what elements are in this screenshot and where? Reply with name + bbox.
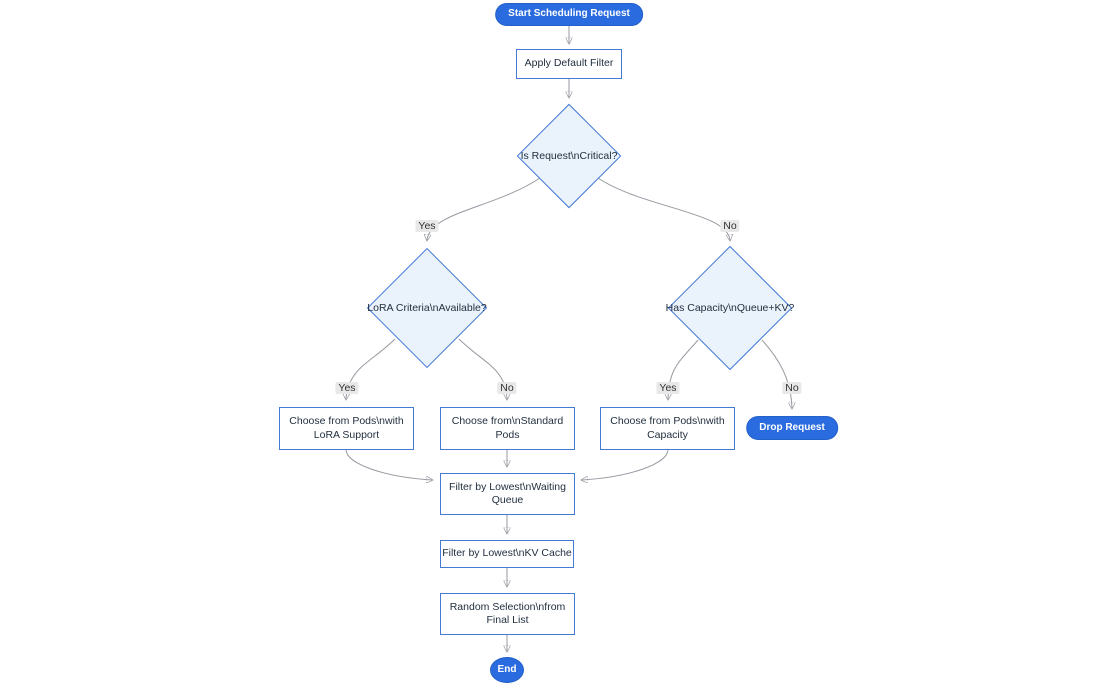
decision-label: Has Capacity\nQueue+KV?: [665, 302, 795, 314]
node-choose-standard-pods: Choose from\nStandard Pods: [440, 407, 575, 450]
node-text-line: Pods: [495, 428, 520, 441]
node-random-selection-final-list: Random Selection\nfrom Final List: [440, 593, 575, 635]
decision-label: LoRA Criteria\nAvailable?: [367, 302, 487, 314]
node-filter-lowest-kv-cache: Filter by Lowest\nKV Cache: [440, 540, 574, 568]
edge-choosecapacity-to-filter: [582, 449, 669, 480]
node-text-line: Filter by Lowest\nWaiting: [449, 480, 566, 493]
node-choose-pods-capacity: Choose from Pods\nwith Capacity: [600, 407, 735, 450]
edge-label-critical-no: No: [720, 220, 740, 232]
node-text-line: Random Selection\nfrom: [449, 600, 566, 613]
decision-label: Is Request\nCritical?: [520, 150, 618, 162]
node-text-line: Final List: [486, 614, 529, 626]
node-text-line: Choose from\nStandard: [451, 415, 564, 428]
node-start: Start Scheduling Request: [495, 3, 643, 26]
edge-label-critical-yes: Yes: [415, 220, 439, 232]
node-text-line: Queue: [491, 494, 524, 506]
edge-label-capacity-no: No: [782, 382, 802, 394]
node-drop-request: Drop Request: [746, 416, 838, 440]
edge-label-capacity-yes: Yes: [656, 382, 680, 394]
node-text-line: Capacity: [647, 428, 688, 441]
node-lora-criteria-available: LoRA Criteria\nAvailable?: [366, 247, 488, 369]
node-has-capacity-queue-kv: Has Capacity\nQueue+KV?: [665, 245, 795, 371]
edge-label-lora-yes: Yes: [335, 382, 359, 394]
node-text-line: Choose from Pods\nwith: [610, 415, 725, 428]
node-filter-lowest-waiting-queue: Filter by Lowest\nWaiting Queue: [440, 473, 575, 515]
node-text-line: Choose from Pods\nwith: [289, 415, 404, 428]
node-is-request-critical: Is Request\nCritical?: [516, 103, 622, 209]
edge-capacity-no: [761, 339, 792, 408]
node-choose-pods-lora-support: Choose from Pods\nwith LoRA Support: [279, 407, 414, 450]
edge-chooselora-to-filter: [345, 449, 432, 480]
node-apply-default-filter: Apply Default Filter: [516, 49, 622, 79]
edge-label-lora-no: No: [497, 382, 517, 394]
node-text-line: LoRA Support: [313, 428, 380, 441]
node-end: End: [490, 657, 524, 683]
